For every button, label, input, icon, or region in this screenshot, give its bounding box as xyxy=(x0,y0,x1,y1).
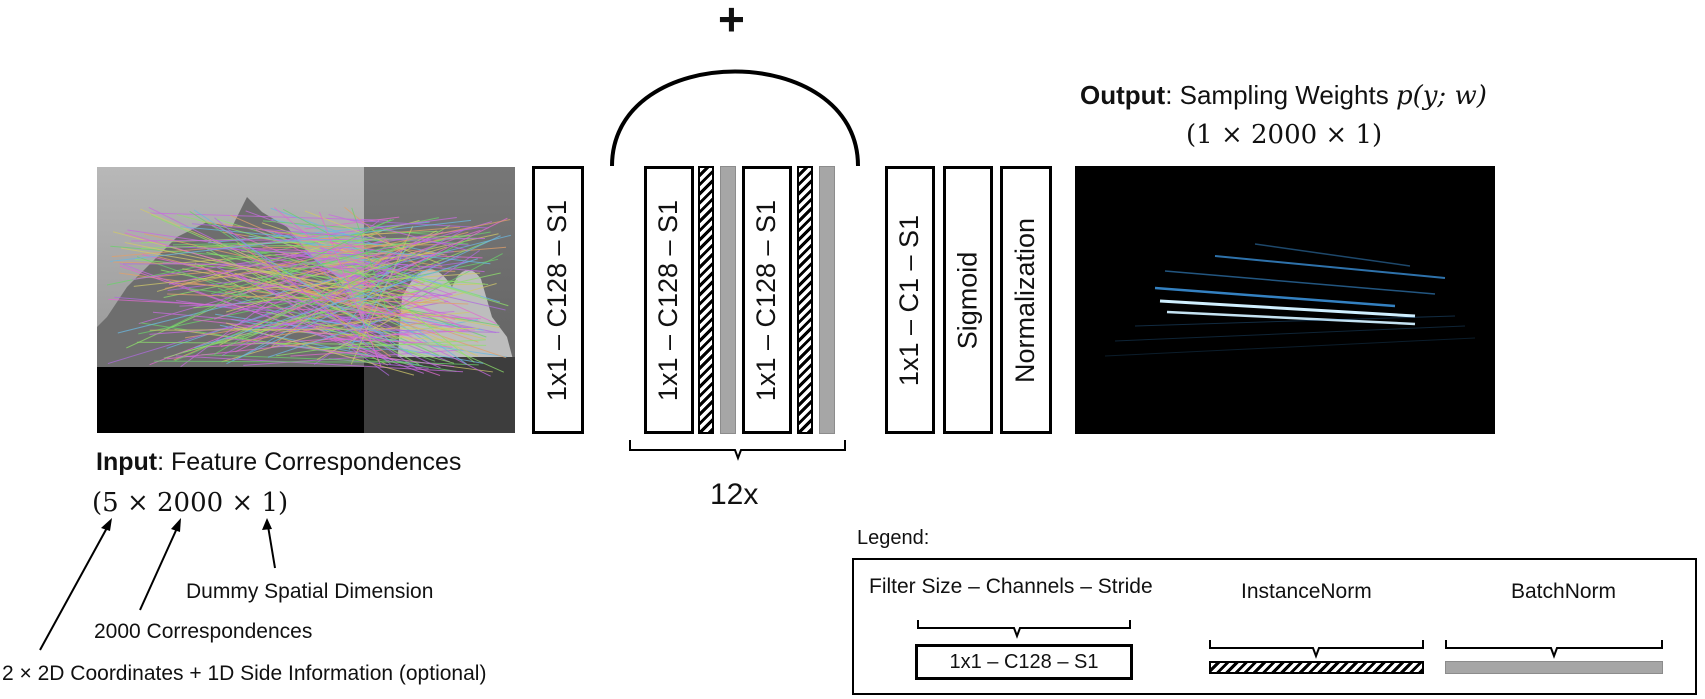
output-title-bold: Output xyxy=(1080,80,1166,110)
annotation-coordinates: 2 × 2D Coordinates + 1D Side Information… xyxy=(2,662,487,685)
first-conv-block: 1x1 – C128 – S1 xyxy=(532,166,584,434)
sigmoid-block: Sigmoid xyxy=(943,166,993,434)
final-conv-label: 1x1 – C1 – S1 xyxy=(894,214,925,386)
weight-lines xyxy=(1104,243,1476,357)
correspondence-lines xyxy=(106,206,511,377)
output-title: Output: Sampling Weights p(y; w) xyxy=(1080,80,1487,111)
legend-instancenorm-heading: InstanceNorm xyxy=(1241,580,1372,603)
legend-instancenorm-swatch xyxy=(1209,661,1424,674)
batchnorm-layer-1 xyxy=(720,166,736,434)
arrowheads xyxy=(101,518,272,532)
input-title-rest: : Feature Correspondences xyxy=(157,448,462,476)
final-conv-block: 1x1 – C1 – S1 xyxy=(885,166,935,434)
legend-conv-example: 1x1 – C128 – S1 xyxy=(915,644,1133,680)
legend-conv-heading: Filter Size – Channels – Stride xyxy=(869,575,1153,598)
sigmoid-label: Sigmoid xyxy=(952,251,983,349)
normalization-label: Normalization xyxy=(1010,217,1041,383)
legend-box xyxy=(852,558,1697,695)
skip-add-symbol: + xyxy=(718,0,745,45)
legend-batchnorm-heading: BatchNorm xyxy=(1511,580,1617,603)
instancenorm-layer-1 xyxy=(698,166,714,434)
legend-title: Legend: xyxy=(857,527,930,549)
res-conv-2-label: 1x1 – C128 – S1 xyxy=(751,199,782,401)
output-title-math: p(y; w) xyxy=(1395,81,1487,111)
repeat-brace xyxy=(629,440,846,461)
arrow-correspondences xyxy=(139,525,179,611)
res-conv-block-2: 1x1 – C128 – S1 xyxy=(742,166,792,434)
input-shape: (5 × 2000 × 1) xyxy=(92,488,289,518)
res-conv-block-1: 1x1 – C128 – S1 xyxy=(644,166,694,434)
input-title: Input: Feature Correspondences xyxy=(96,448,461,477)
annotation-dummy-dimension: Dummy Spatial Dimension xyxy=(186,580,434,603)
first-conv-label: 1x1 – C128 – S1 xyxy=(542,199,573,401)
input-correspondence-image xyxy=(97,167,515,433)
input-image-drawing xyxy=(97,167,515,433)
output-title-rest: : Sampling Weights xyxy=(1165,80,1396,110)
repeat-label: 12x xyxy=(710,478,759,511)
input-title-bold: Input xyxy=(96,448,158,476)
output-weights-image xyxy=(1075,166,1495,434)
arrow-dummy xyxy=(267,525,276,569)
skip-connection-arc xyxy=(610,69,860,167)
instancenorm-layer-2 xyxy=(797,166,813,434)
output-image-drawing xyxy=(1104,243,1476,357)
res-conv-1-label: 1x1 – C128 – S1 xyxy=(653,199,684,401)
annotation-correspondences: 2000 Correspondences xyxy=(94,620,313,643)
batchnorm-layer-2 xyxy=(819,166,835,434)
legend-batchnorm-swatch xyxy=(1445,661,1663,674)
output-shape: (1 × 2000 × 1) xyxy=(1186,120,1383,150)
normalization-block: Normalization xyxy=(1000,166,1052,434)
